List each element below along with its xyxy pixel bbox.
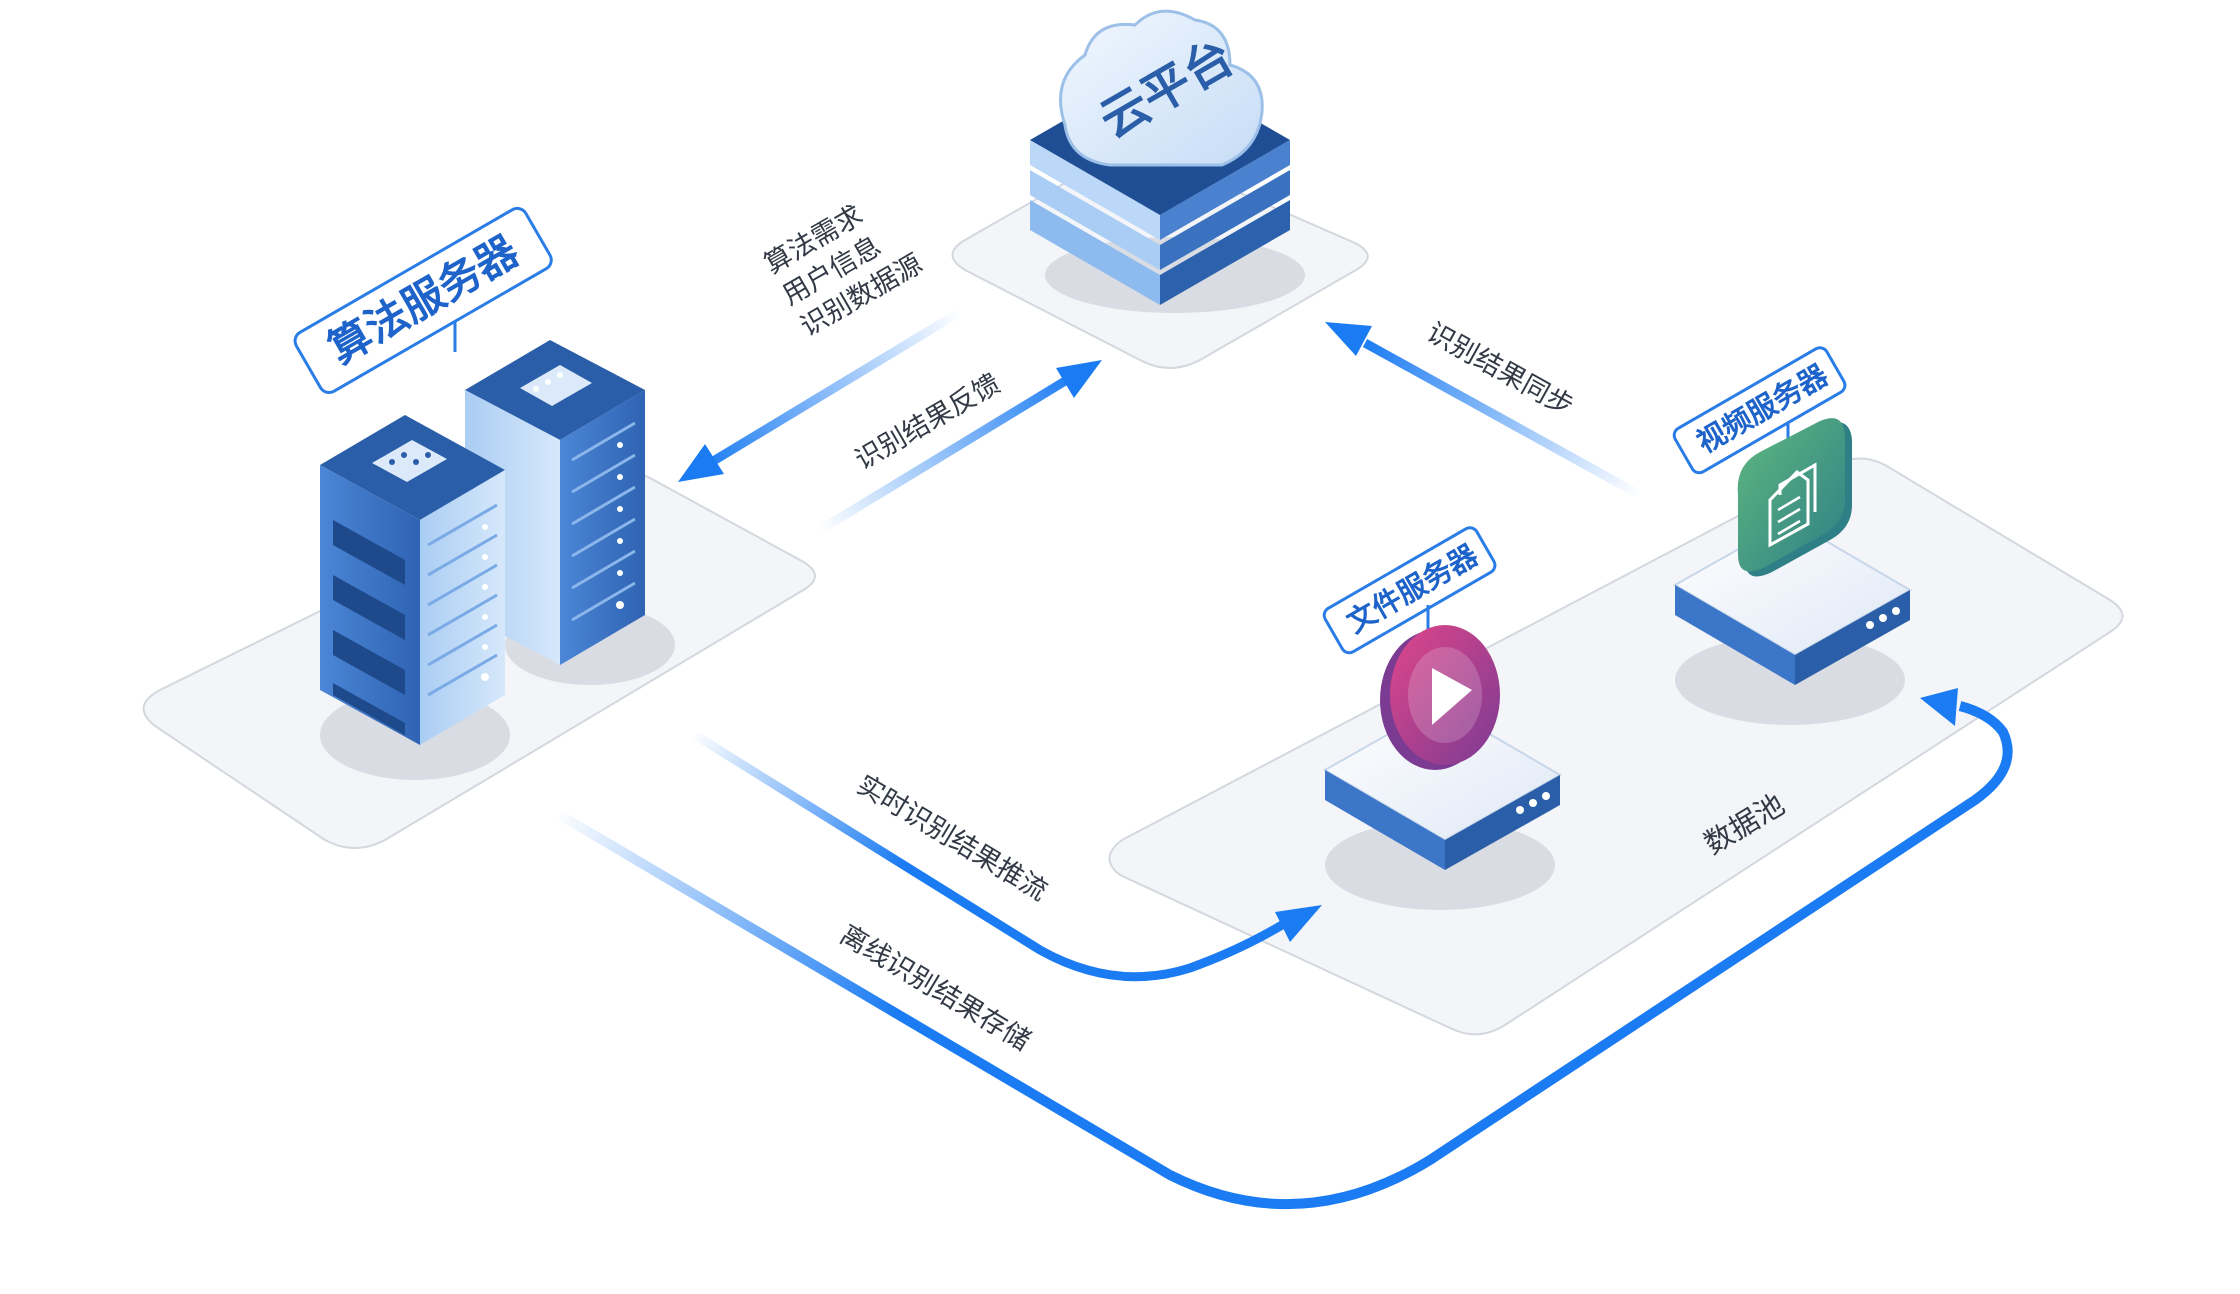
server-rack-front	[320, 415, 505, 745]
document-icon	[1737, 418, 1852, 577]
arrow-realtime-push	[692, 731, 1322, 982]
arrow-algo-request	[678, 308, 963, 482]
arrowhead	[1920, 688, 1958, 726]
cloud-icon	[1059, 9, 1264, 167]
label-realtime-push: 实时识别结果推流	[851, 769, 1052, 907]
play-icon	[1380, 625, 1500, 770]
arrow-result-feedback	[817, 360, 1102, 534]
platform-data-pool	[1108, 457, 2124, 1036]
label-algo-request: 算法需求 用户信息 识别数据源	[759, 200, 927, 343]
algorithm-server-node: 算法服务器	[293, 206, 675, 780]
status-dots	[1866, 607, 1900, 629]
arrowhead	[678, 444, 724, 482]
arrow-result-sync	[1325, 322, 1643, 499]
arrow-offline-store	[557, 688, 2013, 1210]
arrowhead	[1325, 322, 1372, 356]
svg-text:算法服务器: 算法服务器	[320, 226, 527, 374]
arrowhead	[1275, 905, 1322, 942]
cloud-platform-node: 云平台	[1030, 9, 1305, 313]
status-dots	[1516, 792, 1550, 814]
arrowhead	[1056, 360, 1102, 398]
label-result-sync: 识别结果同步	[1422, 317, 1579, 423]
